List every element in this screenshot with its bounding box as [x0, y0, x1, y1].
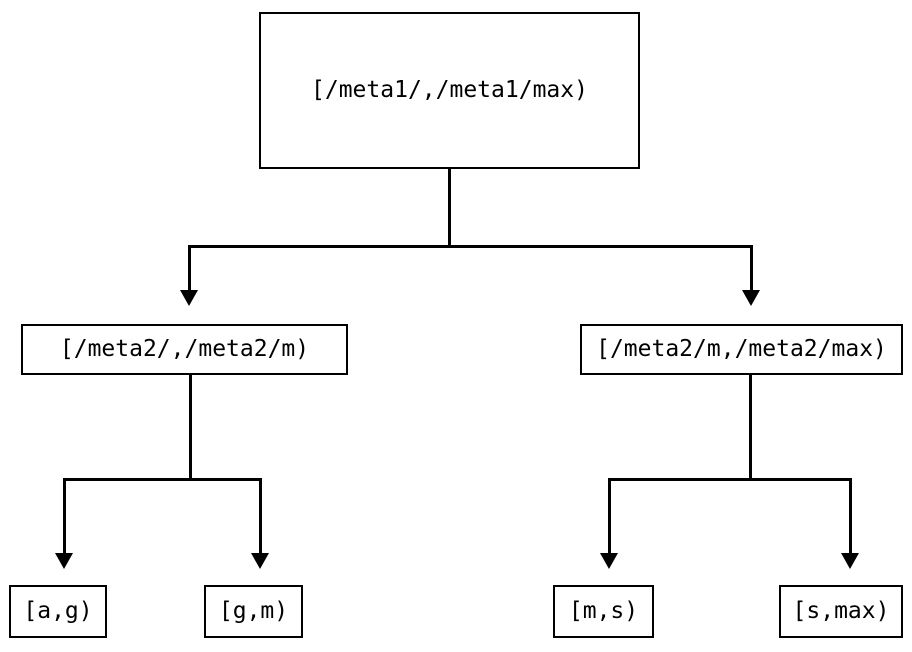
node-leaf-ag[interactable]: [a,g): [9, 585, 107, 638]
node-mid-left[interactable]: [/meta2/,/meta2/m): [21, 324, 348, 375]
node-leaf-ag-label: [a,g): [23, 598, 93, 624]
edge-mid-right-to-leaf-ms: [608, 478, 611, 553]
edge-root-to-mid-right: [750, 245, 753, 290]
arrow-down-icon-mid-right: [742, 290, 760, 306]
arrow-down-icon-leaf-ms: [600, 553, 618, 569]
edge-mid-right-stem: [749, 375, 752, 481]
edge-mid-left-horizontal-bar: [63, 478, 262, 481]
edge-root-to-mid-left: [188, 245, 191, 290]
node-leaf-smax[interactable]: [s,max): [779, 585, 903, 638]
node-leaf-gm[interactable]: [g,m): [204, 585, 303, 638]
arrow-down-icon-mid-left: [180, 290, 198, 306]
edge-mid-left-to-leaf-ag: [63, 478, 66, 553]
node-root[interactable]: [/meta1/,/meta1/max): [259, 12, 640, 169]
arrow-down-icon-leaf-smax: [841, 553, 859, 569]
edge-mid-left-to-leaf-gm: [259, 478, 262, 553]
edge-mid-right-to-leaf-smax: [849, 478, 852, 553]
node-leaf-ms[interactable]: [m,s): [553, 585, 654, 638]
node-mid-right-label: [/meta2/m,/meta2/max): [596, 336, 887, 362]
node-root-label: [/meta1/,/meta1/max): [311, 77, 588, 103]
edge-root-stem: [448, 168, 451, 247]
edge-root-horizontal-bar: [188, 245, 753, 248]
node-leaf-smax-label: [s,max): [792, 598, 890, 624]
edge-mid-left-stem: [189, 375, 192, 481]
node-mid-right[interactable]: [/meta2/m,/meta2/max): [580, 324, 903, 375]
node-mid-left-label: [/meta2/,/meta2/m): [59, 336, 310, 362]
node-leaf-ms-label: [m,s): [568, 598, 639, 624]
node-leaf-gm-label: [g,m): [218, 598, 289, 624]
arrow-down-icon-leaf-ag: [55, 553, 73, 569]
edge-mid-right-horizontal-bar: [608, 478, 852, 481]
arrow-down-icon-leaf-gm: [251, 553, 269, 569]
